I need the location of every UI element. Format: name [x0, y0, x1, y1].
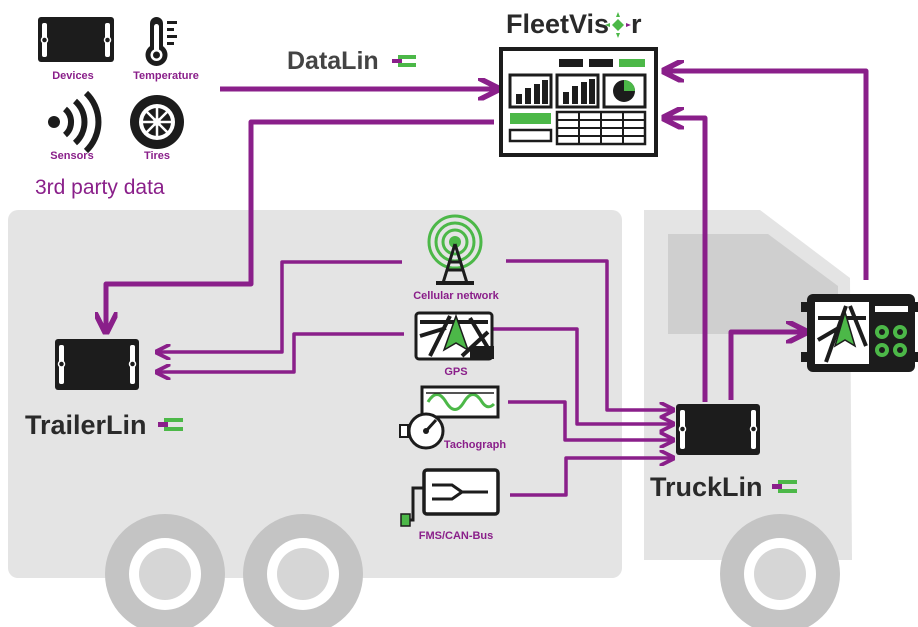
wheel — [720, 514, 840, 627]
pie-chart-icon — [602, 73, 647, 109]
connector-cellular-to-trailerlinc — [158, 260, 402, 352]
linc-c-icon — [392, 55, 416, 67]
device-icon — [38, 17, 114, 62]
trailerlinc-device-icon — [55, 339, 139, 390]
connector-gps-to-trailerlinc — [158, 332, 404, 372]
connectors — [106, 71, 869, 497]
fleetvisor-label-part1: FleetVis — [506, 9, 609, 39]
bar-chart-icon — [508, 73, 553, 109]
outline-bar — [508, 128, 553, 143]
connector-fms-to-trucklinc — [510, 458, 672, 497]
third-party-group: Devices Temperature Sensors T — [35, 17, 199, 199]
connector-cellular-to-trucklinc — [506, 259, 672, 410]
sensors-label: Sensors — [50, 150, 93, 162]
third-party-caption: 3rd party data — [35, 176, 165, 199]
linc-c-icon — [158, 418, 183, 431]
cellular-tower-icon — [427, 214, 483, 285]
cab-window — [668, 234, 838, 334]
trucklinc-label: TruckLin — [650, 472, 763, 502]
linc-c-icon — [772, 480, 797, 493]
green-bar — [510, 113, 551, 124]
thermometer-icon — [145, 17, 177, 66]
connector-trucklinc-to-fleetvisor — [666, 118, 708, 402]
temperature-label: Temperature — [133, 70, 199, 82]
bar-chart-icon — [555, 73, 600, 109]
fms-label: FMS/CAN-Bus — [419, 530, 494, 542]
connector-gps-to-trucklinc — [492, 327, 672, 424]
trucklinc-logo: TruckLin — [650, 472, 797, 502]
tire-icon — [130, 95, 184, 149]
fms-canbus-icon — [400, 468, 500, 527]
trailerlinc-logo: TrailerLin — [25, 410, 183, 440]
sensor-icon — [48, 90, 102, 154]
datalinc-label: DataLin — [287, 47, 379, 75]
navigation-unit-icon — [801, 294, 918, 372]
cellular-label: Cellular network — [413, 290, 499, 302]
fleetvisor-o-icon — [605, 12, 631, 38]
fleetvisor-logo: FleetVis r — [506, 9, 642, 39]
fleetvisor-label-part2: r — [631, 9, 642, 39]
trucklinc-device-icon — [676, 404, 760, 455]
tachograph-label: Tachograph — [444, 439, 506, 451]
gps-label: GPS — [444, 366, 467, 378]
devices-label: Devices — [52, 70, 94, 82]
table-icon — [555, 110, 647, 146]
tires-label: Tires — [144, 150, 170, 162]
connector-trucklinc-to-navunit — [728, 332, 804, 400]
trailerlinc-label: TrailerLin — [25, 410, 147, 440]
wheel — [105, 514, 225, 627]
tachograph-icon — [399, 385, 500, 450]
gps-map-icon — [414, 311, 494, 361]
truck-illustration — [8, 210, 852, 627]
connector-fleetvisor-to-trailerlinc — [106, 119, 494, 330]
fleetvisor-dashboard-icon — [499, 47, 658, 157]
connector-tachograph-to-trucklinc — [508, 400, 672, 440]
wheel — [243, 514, 363, 627]
connector-fleetvisor-to-trucklinc — [666, 71, 869, 280]
datalinc-logo: DataLin — [287, 47, 416, 75]
